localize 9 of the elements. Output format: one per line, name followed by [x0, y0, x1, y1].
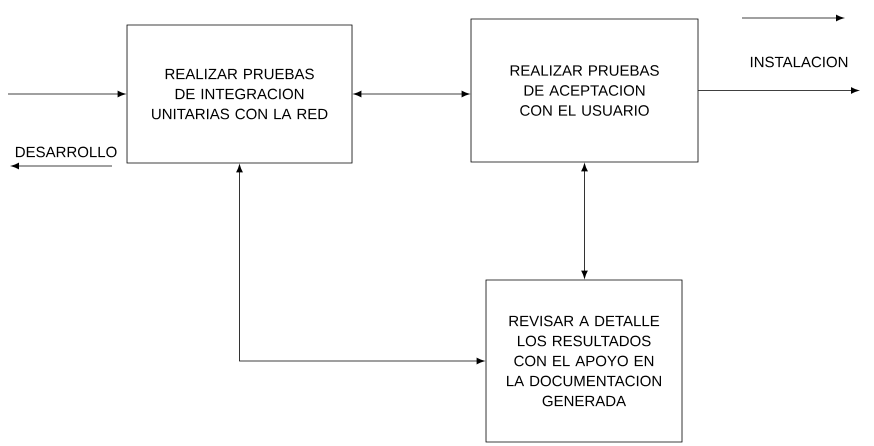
arrow	[354, 90, 470, 98]
arrow	[8, 90, 126, 98]
process-box: REALIZAR PRUEBAS DE INTEGRACION UNITARIAS CON LA RED	[126, 24, 352, 164]
process-box: REALIZAR PRUEBAS DE ACEPTACION CON EL USUARIO	[470, 18, 698, 162]
arrow	[581, 164, 588, 278]
process-box: REVISAR A DETALLE LOS RESULTADOS CON EL APOYO EN LA DOCUMENTACION GENERADA	[486, 280, 682, 442]
arrow	[698, 87, 859, 94]
arrow	[236, 164, 484, 364]
flow-label: INSTALACION	[750, 56, 848, 68]
